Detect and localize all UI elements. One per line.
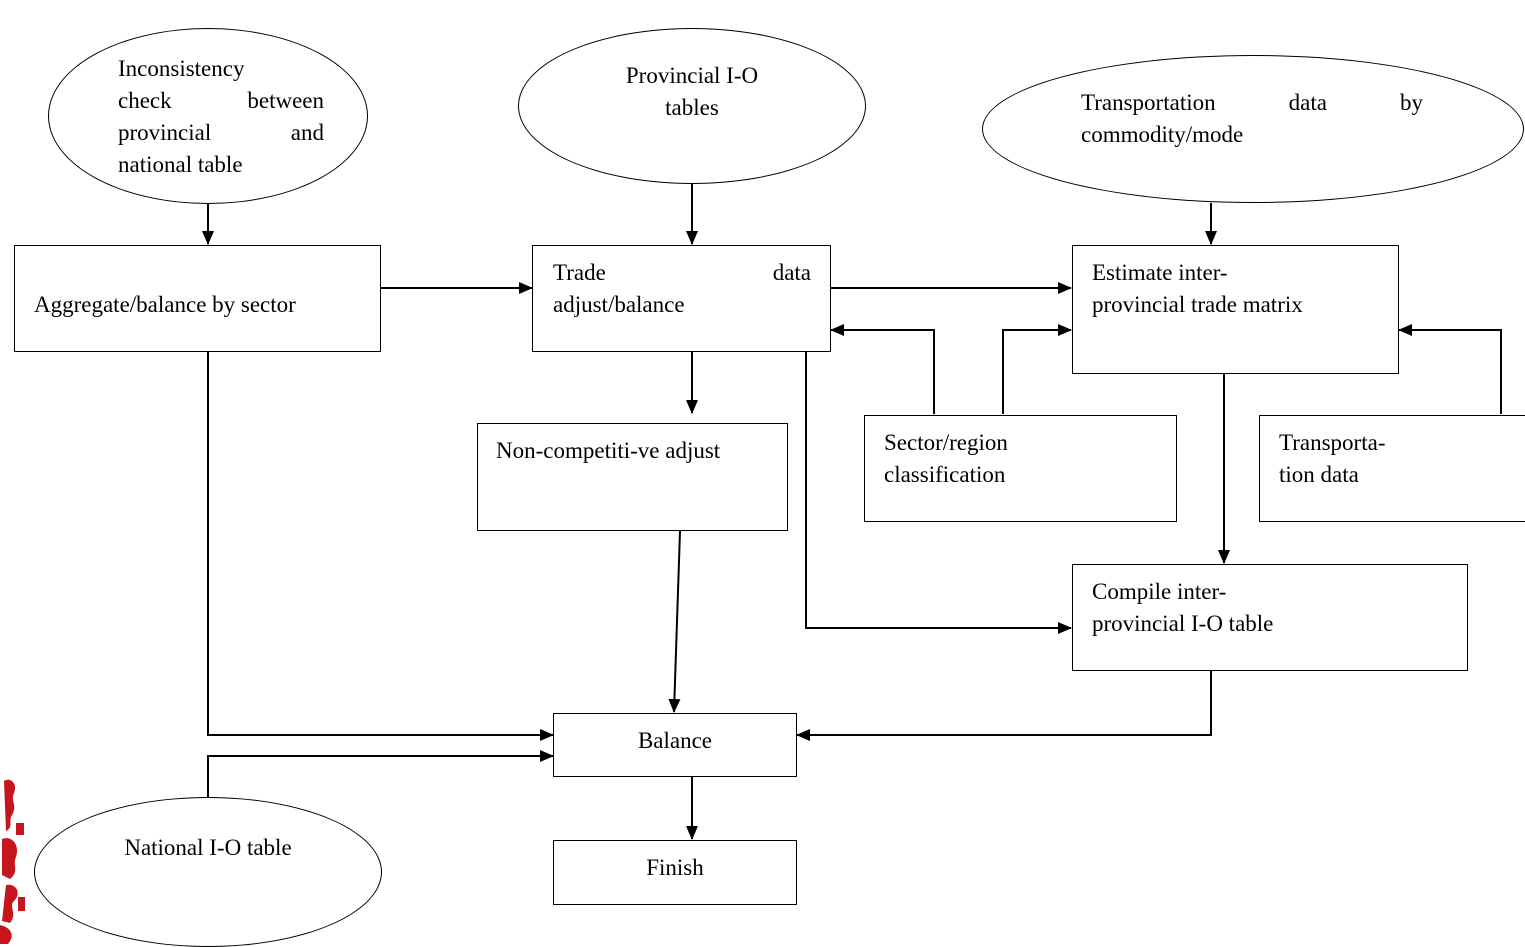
inconsistency-line-2: check between [118, 88, 324, 113]
compile-line-1: Compile inter- [1092, 579, 1227, 604]
non-competitive-node [477, 423, 788, 531]
arrow-compile-to-balance [796, 671, 1212, 741]
sector-region-text: Sector/region classification [884, 427, 1008, 491]
transportation-line-1: Transporta- [1279, 430, 1386, 455]
arrow-national-to-balance [207, 750, 554, 797]
balance-node [553, 713, 797, 777]
inconsistency-line-1: Inconsistency [118, 56, 245, 81]
inconsistency-line-3: provincial and [118, 120, 324, 145]
inconsistency-check-text: Inconsistency check between provincial a… [118, 53, 324, 181]
estimate-line-2: provincial trade matrix [1092, 292, 1303, 317]
arrow-sector-to-trade [830, 324, 935, 414]
transportation-data-text: Transporta- tion data [1279, 427, 1385, 491]
sector-line-2: classification [884, 462, 1006, 487]
provincial-line-2: tables [665, 95, 719, 120]
compile-table-node [1072, 564, 1468, 671]
national-io-label: National I-O table [124, 835, 292, 860]
arrow-trade-to-compile [805, 352, 1072, 634]
estimate-line-1: Estimate inter- [1092, 260, 1228, 285]
transport-commodity-node [982, 55, 1524, 203]
national-io-node [34, 797, 382, 947]
transport-commodity-text: Transportation data by commodity/mode [1081, 87, 1423, 151]
trade-line-1: Trade data [553, 260, 811, 285]
transport-commodity-line-2: commodity/mode [1081, 122, 1244, 147]
provincial-io-node [518, 28, 866, 184]
aggregate-balance-node [14, 245, 381, 352]
arrow-sector-to-estimate [1002, 324, 1072, 414]
transportation-data-node [1259, 415, 1525, 522]
trade-data-adjust-node [532, 245, 831, 352]
arrow-aggregate-to-balance [207, 352, 554, 741]
compile-line-2: provincial I-O table [1092, 611, 1274, 636]
trade-line-2: adjust/balance [553, 292, 685, 317]
finish-node [553, 840, 797, 905]
provincial-line-1: Provincial I-O [625, 63, 759, 88]
red-stamp-mark [0, 779, 25, 944]
transportation-line-2: tion data [1279, 462, 1359, 487]
non-competitive-label: Non-competiti-ve adjust [496, 438, 721, 463]
balance-label: Balance [637, 728, 713, 753]
compile-table-text: Compile inter- provincial I-O table [1092, 576, 1273, 640]
sector-line-1: Sector/region [884, 430, 1008, 455]
finish-label: Finish [646, 855, 704, 880]
estimate-matrix-node [1072, 245, 1399, 374]
aggregate-balance-label: Aggregate/balance by sector [34, 292, 296, 317]
arrow-noncompetitive-to-balance [668, 530, 681, 713]
arrow-transportation-to-estimate [1398, 324, 1502, 414]
provincial-io-text: Provincial I-O tables [560, 60, 824, 124]
estimate-matrix-text: Estimate inter- provincial trade matrix [1092, 257, 1303, 321]
inconsistency-check-node [48, 28, 368, 204]
transport-commodity-line-1: Transportation data by [1081, 90, 1423, 115]
trade-data-adjust-text: Trade data adjust/balance [553, 257, 811, 321]
sector-region-node [864, 415, 1177, 522]
inconsistency-line-4: national table [118, 152, 243, 177]
